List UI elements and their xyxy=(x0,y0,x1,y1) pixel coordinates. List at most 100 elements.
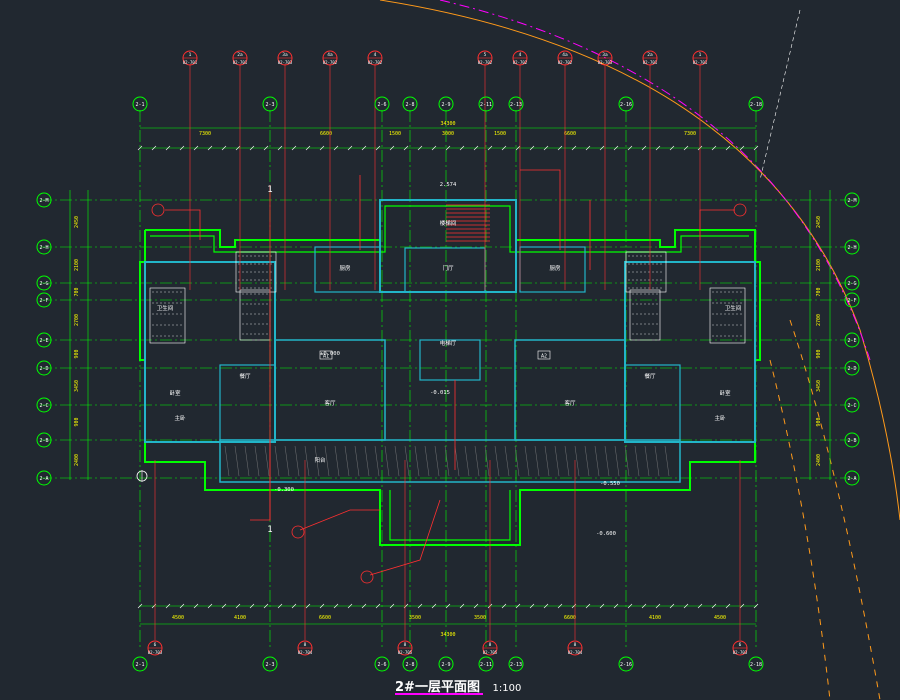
detail-bubble-top-num: 4 xyxy=(519,52,522,58)
balcony-hatch xyxy=(284,445,290,477)
axis-bubble-left xyxy=(36,332,52,348)
drawing-title: 2#一层平面图 1:100 xyxy=(395,676,521,695)
axis-bubble-right xyxy=(844,192,860,208)
level-mark: -0.600 xyxy=(596,531,616,537)
dim-text-right: 700 xyxy=(816,287,822,296)
detail-bubble-top-ref: 02-702 xyxy=(368,60,383,65)
dim-tick-top xyxy=(487,145,493,151)
balcony-hatch xyxy=(654,445,660,477)
dim-tick-bottom xyxy=(501,603,507,609)
dim-tick-top xyxy=(599,145,605,151)
dim-tick-bottom xyxy=(249,603,255,609)
dim-text-top: 6600 xyxy=(564,131,576,137)
dim-text-bottom: 6600 xyxy=(319,615,331,621)
axis-bubble-left xyxy=(36,397,52,413)
dim-tick-bottom xyxy=(305,603,311,609)
detail-bubble-top-num: 2a xyxy=(647,52,653,58)
balcony-hatch xyxy=(384,445,390,477)
balcony-hatch xyxy=(464,445,470,477)
axis-bubble-top xyxy=(262,96,278,112)
dim-tick-top xyxy=(179,145,185,151)
axis-bubble-right xyxy=(844,360,860,376)
detail-bubble-top-ref: 02-702 xyxy=(478,60,493,65)
dim-tick-top xyxy=(613,145,619,151)
dim-tick-bottom xyxy=(599,603,605,609)
wall-unit-left xyxy=(144,261,276,443)
annotation-leaders xyxy=(151,64,747,640)
wet-room-outline xyxy=(709,287,746,344)
balcony-hatch xyxy=(294,445,300,477)
balcony-hatch xyxy=(474,445,480,477)
room-label: 主卧 xyxy=(174,414,186,422)
dim-tick-top xyxy=(431,145,437,151)
balcony-hatch xyxy=(404,445,410,477)
axis-bubble-left-label: 2-G xyxy=(39,281,48,287)
dim-text-top: 1500 xyxy=(389,131,401,137)
dim-tick-bottom xyxy=(403,603,409,609)
balcony-hatch xyxy=(634,445,640,477)
axis-bubble-right-label: 2-H xyxy=(847,245,856,251)
dim-text-right: 3450 xyxy=(816,380,822,392)
dim-tick-bottom xyxy=(613,603,619,609)
balcony-hatch xyxy=(394,445,400,477)
balcony-hatch xyxy=(304,445,310,477)
detail-bubble-top-ref: 02-701 xyxy=(693,60,708,65)
balcony-hatch xyxy=(334,445,340,477)
dim-tick-bottom xyxy=(557,603,563,609)
balcony-hatch xyxy=(614,445,620,477)
dim-tick-top xyxy=(193,145,199,151)
axis-bubble-bottom xyxy=(748,656,764,672)
axis-bubble-bottom xyxy=(618,656,634,672)
detail-bubble-top-ref: 02-703 xyxy=(278,60,293,65)
wet-room-outline xyxy=(149,287,186,344)
room-label: 卧室 xyxy=(169,389,181,397)
axis-bubble-top-label: 2-1 xyxy=(135,102,144,108)
room-label: 卫生间 xyxy=(725,304,742,312)
dim-text-top: 7300 xyxy=(684,131,696,137)
axis-bubble-right xyxy=(844,432,860,448)
wet-room-outline xyxy=(625,251,667,293)
axis-bubble-bottom xyxy=(438,656,454,672)
dim-text-left: 2400 xyxy=(74,454,80,466)
balcony-hatch xyxy=(624,445,630,477)
balcony-hatch xyxy=(274,445,280,477)
axis-bubble-top-label: 2-18 xyxy=(750,102,762,108)
detail-bubble-bottom-num: 8 xyxy=(404,642,407,648)
level-mark: -0.300 xyxy=(274,487,294,493)
leader-2 xyxy=(520,169,561,250)
axis-bubble-bottom xyxy=(478,656,494,672)
balcony-hatch xyxy=(354,445,360,477)
section-mark-top: 1 xyxy=(267,185,272,195)
wet-room-outline xyxy=(235,251,277,293)
axis-bubble-right-label: 2-A xyxy=(847,476,856,482)
dim-tick-top xyxy=(543,145,549,151)
dim-tick-top xyxy=(627,145,633,151)
dim-tick-top xyxy=(669,145,675,151)
wall-kitchen-left xyxy=(314,246,381,293)
unit-tag-box-right xyxy=(537,350,551,360)
dim-tick-top xyxy=(417,145,423,151)
axis-bubbles: 2-12-12-32-32-62-62-82-82-92-92-112-112-… xyxy=(36,50,860,672)
room-label: 餐厅 xyxy=(239,372,251,380)
dim-tick-top xyxy=(319,145,325,151)
detail-bubble-top-ref: 02-702 xyxy=(513,60,528,65)
axis-bubble-top-label: 2-3 xyxy=(265,102,274,108)
rooms xyxy=(149,204,746,477)
dim-tick-bottom xyxy=(683,603,689,609)
leader-bubble-bottom-2 xyxy=(360,570,374,584)
dim-tick-bottom xyxy=(697,603,703,609)
dim-tick-bottom xyxy=(347,603,353,609)
dim-tick-top xyxy=(445,145,451,151)
axis-bubble-top xyxy=(478,96,494,112)
site-curve-magenta xyxy=(439,0,871,361)
dim-tick-top xyxy=(739,145,745,151)
axis-bubble-bottom-label: 2-1 xyxy=(135,662,144,668)
axis-bubble-left-label: 2-D xyxy=(39,366,48,372)
dim-tick-bottom xyxy=(543,603,549,609)
axis-bubble-top-label: 2-6 xyxy=(377,102,386,108)
detail-bubble-top-num: 4a xyxy=(562,52,568,58)
dim-text-left: 900 xyxy=(74,417,80,426)
axis-bubble-right-label: 2-M xyxy=(847,198,856,204)
dim-text-bottom: 6600 xyxy=(564,615,576,621)
